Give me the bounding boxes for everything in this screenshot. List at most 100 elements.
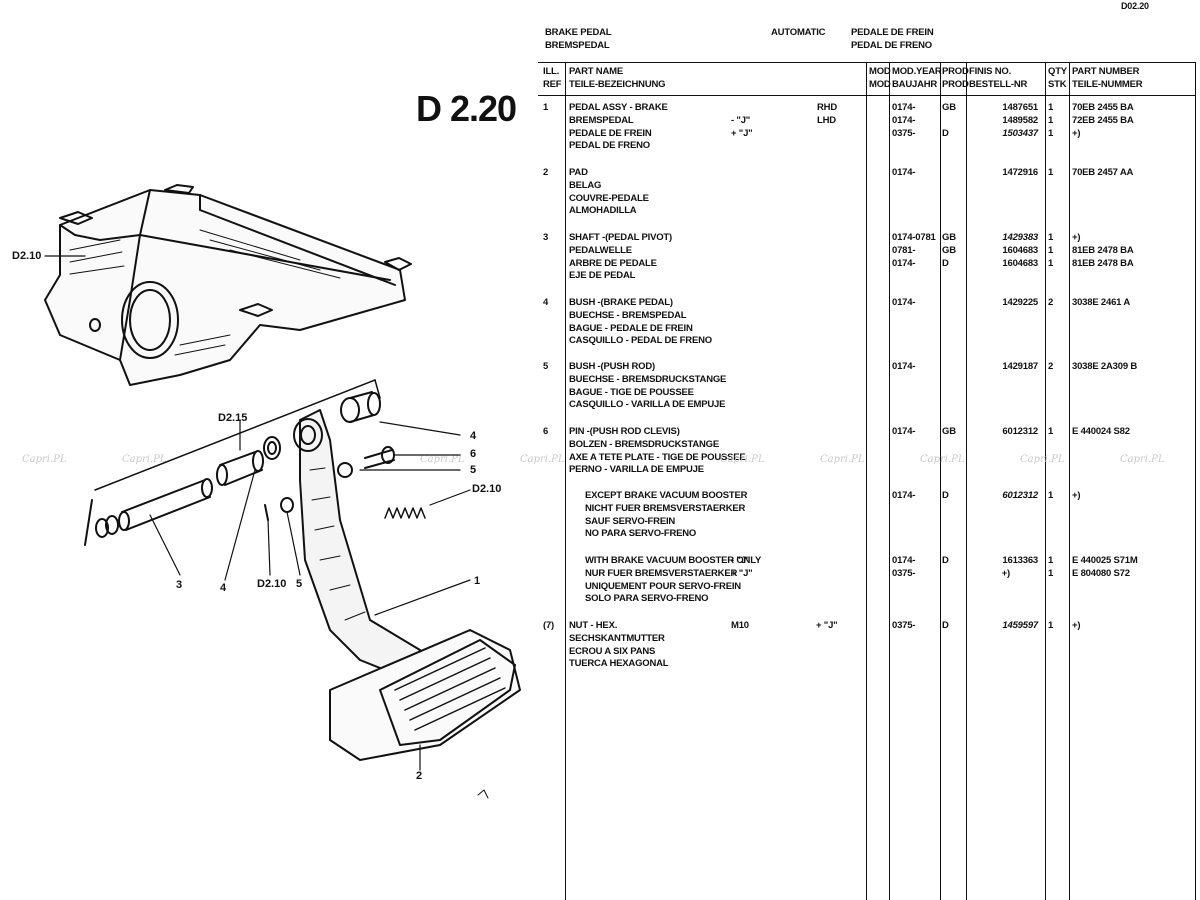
finis-number: 1503437 xyxy=(1002,127,1038,139)
mod-year: 0174- xyxy=(892,426,916,437)
finis-number: 1429225 xyxy=(1002,297,1038,308)
col-finis-no: FINIS NO.BESTELL-NR xyxy=(969,66,1028,90)
part-name-line: CASQUILLO - VARILLA DE EMPUJE xyxy=(569,399,726,411)
quantity: 1 xyxy=(1048,555,1054,566)
watermark: Capri.PL xyxy=(720,454,765,465)
watermark: Capri.PL xyxy=(820,454,865,465)
pedal-pad xyxy=(329,629,521,761)
quantity: 1 xyxy=(1048,232,1054,243)
prod-code: GB xyxy=(942,426,956,437)
quantity: 1 xyxy=(1048,244,1054,256)
col-rule xyxy=(565,62,566,900)
part-name-line: SECHSKANTMUTTER xyxy=(569,632,665,644)
condition: + "J" xyxy=(816,620,838,631)
col-rule xyxy=(866,62,867,900)
pedal-bracket xyxy=(44,189,406,386)
row-ref: 2 xyxy=(543,167,549,178)
mod-year: 0174- xyxy=(892,555,916,566)
part-number: 72EB 2455 BA xyxy=(1072,114,1134,126)
quantity: 1 xyxy=(1048,567,1054,579)
part-name-line: BUECHSE - BREMSDRUCKSTANGE xyxy=(569,373,727,385)
quantity: 1 xyxy=(1048,102,1054,113)
col-rule xyxy=(1195,62,1196,900)
callout-2: 2 xyxy=(416,770,423,782)
prod-code: D xyxy=(942,555,949,566)
prod-code: D xyxy=(942,257,949,269)
finis-number: 1604683 xyxy=(1002,244,1038,256)
row-ref: 1 xyxy=(543,102,549,113)
quantity: 1 xyxy=(1048,620,1054,631)
col-rule xyxy=(1069,62,1070,900)
part-name-line: BAGUE - TIGE DE POUSSEE xyxy=(569,386,694,398)
watermark: Capri.PL xyxy=(1120,454,1165,465)
part-number: 70EB 2455 BA xyxy=(1072,102,1134,113)
part-name-line: BUECHSE - BREMSPEDAL xyxy=(569,309,687,321)
part-name-line: NO PARA SERVO-FRENO xyxy=(585,528,697,540)
drive-side: LHD xyxy=(817,114,836,126)
callout-d2-10-right: D2.10 xyxy=(472,483,502,495)
row-ref: 6 xyxy=(543,426,549,437)
finis-number: 1487651 xyxy=(1002,102,1038,113)
mod-year: 0174- xyxy=(892,167,916,178)
prod-code: D xyxy=(942,620,949,631)
title-fr: PEDALE DE FREIN xyxy=(851,27,934,38)
title-de: BREMSPEDAL xyxy=(545,40,610,51)
part-number: +) xyxy=(1072,127,1081,139)
title-en: BRAKE PEDAL xyxy=(545,27,612,38)
part-size: M10 xyxy=(731,620,749,631)
part-name-line: PEDAL ASSY - BRAKE xyxy=(569,102,668,113)
mod-year: 0174- xyxy=(892,490,916,501)
section-code: D 2.20 xyxy=(416,88,517,129)
prod-code: D xyxy=(942,490,949,501)
col-rule xyxy=(940,62,941,900)
pedal-shaft xyxy=(121,479,211,531)
prod-code: GB xyxy=(942,232,956,243)
part-name-line: ECROU A SIX PANS xyxy=(569,645,656,657)
quantity: 2 xyxy=(1048,361,1054,372)
part-name-line: PEDALWELLE xyxy=(569,244,632,256)
prod-code: D xyxy=(942,127,949,139)
condition: - "J" xyxy=(731,555,751,566)
callout-5-bottom: 5 xyxy=(296,578,303,590)
col-rule xyxy=(889,62,890,900)
condition: + "J" xyxy=(731,567,753,579)
part-name-line: COUVRE-PEDALE xyxy=(569,192,649,204)
quantity: 1 xyxy=(1048,167,1054,178)
part-name-line: CASQUILLO - PEDAL DE FRENO xyxy=(569,335,712,347)
drive-side: RHD xyxy=(817,102,837,113)
part-name-line: ALMOHADILLA xyxy=(569,205,637,217)
row-ref: (7) xyxy=(543,620,555,631)
finis-number: 1429383 xyxy=(1002,232,1038,243)
part-name-line: BAGUE - PEDALE DE FREIN xyxy=(569,322,693,334)
callout-d2-10-bottom: D2.10 xyxy=(257,578,287,590)
finis-number: 1489582 xyxy=(1002,114,1038,126)
prod-code: GB xyxy=(942,102,956,113)
mod-year: 0375- xyxy=(892,567,916,579)
watermark: Capri.PL xyxy=(122,454,167,465)
part-name-line: SHAFT -(PEDAL PIVOT) xyxy=(569,232,672,243)
part-name-line: PEDALE DE FREIN xyxy=(569,127,652,139)
watermark: Capri.PL xyxy=(520,454,565,465)
watermark: Capri.PL xyxy=(22,454,67,465)
finis-number: 6012312 xyxy=(1002,490,1038,501)
part-number: +) xyxy=(1072,232,1081,243)
part-name-line: BUSH -(PUSH ROD) xyxy=(569,361,655,372)
part-number: +) xyxy=(1072,620,1081,631)
mod-year: 0174- xyxy=(892,257,916,269)
condition: - "J" xyxy=(731,114,751,126)
row-ref: 5 xyxy=(543,361,549,372)
part-number: +) xyxy=(1072,490,1081,501)
mod-year: 0375- xyxy=(892,127,916,139)
variant-label: AUTOMATIC xyxy=(771,27,826,38)
callout-1: 1 xyxy=(474,575,481,587)
part-name-line: PAD xyxy=(569,167,588,178)
part-name-line: PEDAL DE FRENO xyxy=(569,140,650,152)
spring xyxy=(384,507,426,519)
quantity: 2 xyxy=(1048,297,1054,308)
